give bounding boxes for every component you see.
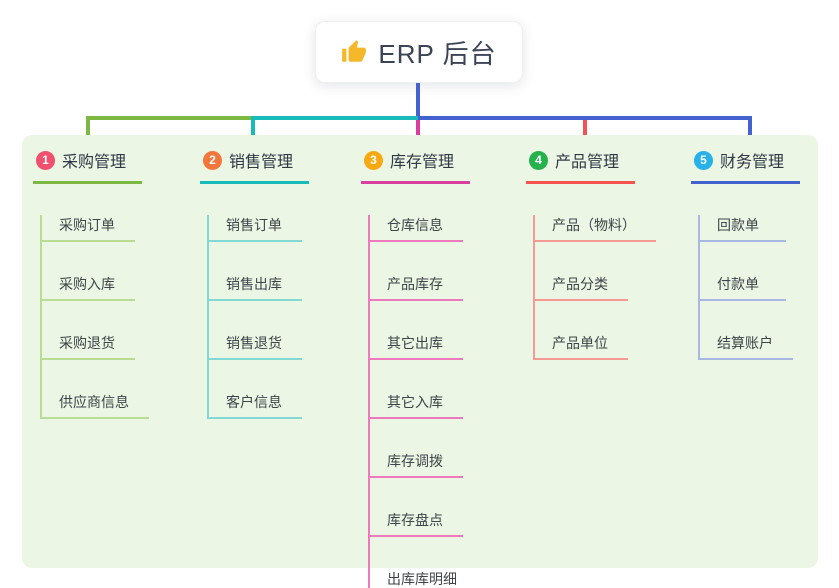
branch-label: 采购管理 <box>62 154 127 171</box>
child-node[interactable]: 仓库信息 <box>370 215 463 242</box>
child-node[interactable]: 采购入库 <box>42 274 135 301</box>
branch-label: 销售管理 <box>229 154 294 171</box>
connector-root-drop <box>416 83 420 118</box>
thumbs-up-icon <box>341 39 367 65</box>
branch-5: 5 财务管理 回款单付款单结算账户 <box>691 148 800 360</box>
branch-number-badge: 5 <box>694 150 713 170</box>
child-node[interactable]: 产品分类 <box>535 274 628 301</box>
branch-2: 2 销售管理 销售订单销售出库销售退货客户信息 <box>200 148 309 419</box>
branch-children: 产品（物料） 产品分类产品单位 <box>533 215 656 360</box>
branch-title-node[interactable]: 1 采购管理 <box>33 148 142 184</box>
child-node[interactable]: 其它入库 <box>370 392 463 419</box>
connector-branch5-stub <box>748 116 752 143</box>
connector-branch1-stub <box>86 116 90 143</box>
root-node-label: ERP 后台 <box>378 38 497 69</box>
child-node[interactable]: 采购退货 <box>42 333 135 360</box>
branch-children: 采购订单采购入库采购退货供应商信息 <box>40 215 149 419</box>
child-node[interactable]: 产品库存 <box>370 274 463 301</box>
child-node[interactable]: 销售退货 <box>209 333 302 360</box>
child-node[interactable]: 库存盘点 <box>370 510 463 537</box>
child-node[interactable]: 产品（物料） <box>535 215 656 242</box>
branches-panel <box>22 135 818 568</box>
connector-branch3-stub <box>416 120 420 143</box>
child-node[interactable]: 结算账户 <box>700 333 793 360</box>
child-node[interactable]: 回款单 <box>700 215 786 242</box>
branch-children: 回款单付款单结算账户 <box>698 215 800 360</box>
child-node[interactable]: 库存调拨 <box>370 451 463 478</box>
branch-children: 仓库信息产品库存其它出库其它入库库存调拨库存盘点出库库明细 <box>368 215 477 588</box>
root-node-erp-backend[interactable]: ERP 后台 <box>315 21 523 83</box>
child-node[interactable]: 其它出库 <box>370 333 463 360</box>
child-node[interactable]: 销售出库 <box>209 274 302 301</box>
branch-4: 4 产品管理 产品（物料） 产品分类产品单位 <box>526 148 656 360</box>
connector-branch2-stub <box>251 116 255 143</box>
branch-label: 产品管理 <box>555 154 620 171</box>
branch-number-badge: 1 <box>36 150 55 170</box>
connector-branch2-horiz <box>251 116 418 120</box>
branch-3: 3 库存管理 仓库信息产品库存其它出库其它入库库存调拨库存盘点出库库明细 <box>361 148 477 588</box>
connector-branch1-horiz <box>86 116 255 120</box>
branch-label: 财务管理 <box>720 154 785 171</box>
child-node[interactable]: 产品单位 <box>535 333 628 360</box>
branch-1: 1 采购管理 采购订单采购入库采购退货供应商信息 <box>33 148 149 419</box>
branch-title-node[interactable]: 4 产品管理 <box>526 148 635 184</box>
child-node[interactable]: 采购订单 <box>42 215 135 242</box>
branch-number-badge: 3 <box>364 150 383 170</box>
connector-branch4-stub <box>583 120 587 143</box>
branch-children: 销售订单销售出库销售退货客户信息 <box>207 215 309 419</box>
child-node[interactable]: 客户信息 <box>209 392 302 419</box>
branch-title-node[interactable]: 3 库存管理 <box>361 148 470 184</box>
child-node[interactable]: 销售订单 <box>209 215 302 242</box>
branch-title-node[interactable]: 2 销售管理 <box>200 148 309 184</box>
child-node[interactable]: 付款单 <box>700 274 786 301</box>
branch-label: 库存管理 <box>390 154 455 171</box>
child-node[interactable]: 供应商信息 <box>42 392 149 419</box>
child-node[interactable]: 出库库明细 <box>370 569 477 588</box>
branch-title-node[interactable]: 5 财务管理 <box>691 148 800 184</box>
connector-branch5-horiz <box>418 116 752 120</box>
branch-number-badge: 2 <box>203 150 222 170</box>
branch-number-badge: 4 <box>529 150 548 170</box>
